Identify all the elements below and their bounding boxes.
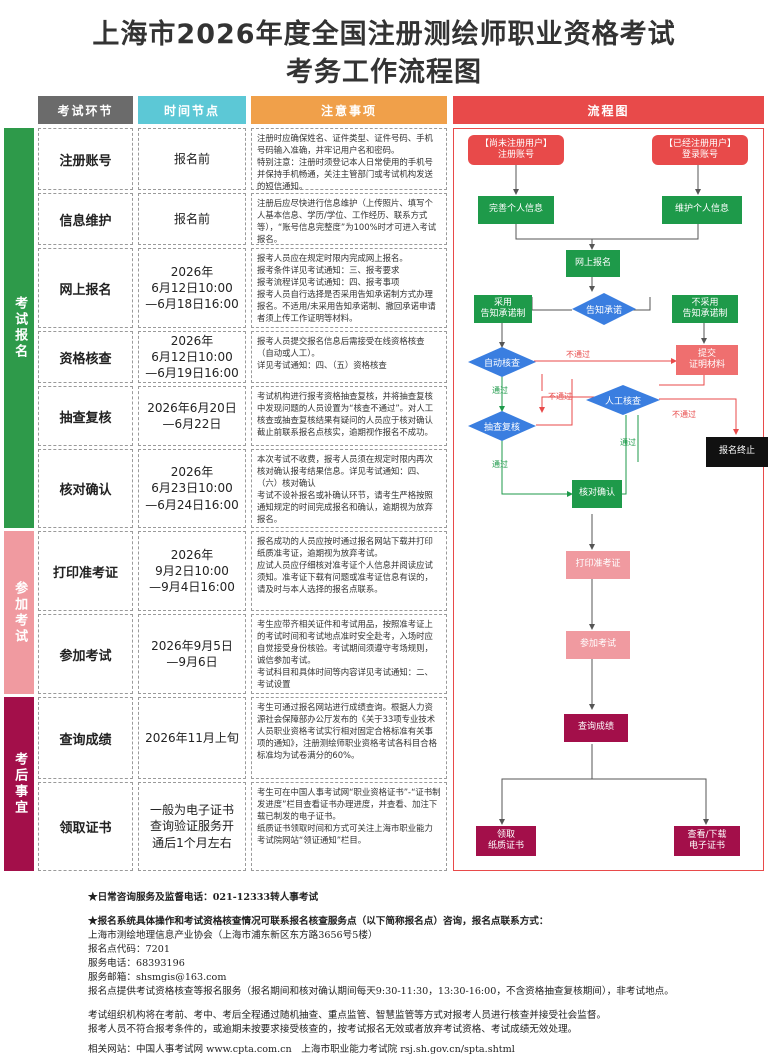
row-note: 注册后应尽快进行信息维护（上传照片、填写个人基本信息、学历/学位、工作经历、联系… <box>251 193 447 245</box>
footer-service: 报名点提供考试资格核查等报名服务（报名期间和核对确认期间每天9:30-11:30… <box>88 986 674 997</box>
flow-not-adopt-commit: 不采用 告知承诺制 <box>672 295 738 323</box>
row-time: 2026年 6月23日10:00 —6月24日16:00 <box>138 449 246 528</box>
header-flow: 流程图 <box>453 96 764 124</box>
flow-submit-proof: 提交 证明材料 <box>676 345 738 375</box>
flow-attend-exam: 参加考试 <box>566 631 630 659</box>
flow-online-registration: 网上报名 <box>566 250 620 277</box>
row-note: 注册时应确保姓名、证件类型、证件号码、手机号码输入准确，并牢记用户名和密码。 特… <box>251 128 447 191</box>
row-note: 考生应带齐相关证件和考试用品，按照准考证上的考试时间和考试地点准时安全赴考，入场… <box>251 614 447 694</box>
row-note: 考生可在中国人事考试网“职业资格证书”-“证书制发进度”栏目查看证书办理进度，并… <box>251 782 447 871</box>
flow-notify-commit-diamond: 告知承诺 <box>572 293 636 325</box>
row-note: 报名成功的人员应按时通过报名网站下载并打印纸质准考证，逾期视为放弃考试。 应试人… <box>251 531 447 611</box>
section-registration: 考试报名 <box>4 128 34 528</box>
footer-phone: 服务电话：68393196 <box>88 958 185 969</box>
row-stage: 信息维护 <box>38 193 133 245</box>
section-post-exam: 考后事宜 <box>4 697 34 871</box>
page-subtitle: 考务工作流程图 <box>286 57 482 88</box>
flow-label-fail-2: 不通过 <box>548 392 572 401</box>
flow-spot-check-diamond: 抽查复核 <box>468 411 536 441</box>
row-stage: 核对确认 <box>38 449 133 528</box>
row-time: 报名前 <box>138 193 246 245</box>
flow-label-fail-3: 不通过 <box>672 410 696 419</box>
row-stage: 领取证书 <box>38 782 133 871</box>
footer-contact-intro: ★报名系统具体操作和考试资格核查情况可联系报名核查服务点（以下简称报名点）咨询，… <box>88 916 549 927</box>
row-stage: 抽查复核 <box>38 386 133 446</box>
flow-registration-end: 报名终止 <box>706 437 768 467</box>
header-time: 时间节点 <box>138 96 246 124</box>
flow-confirm: 核对确认 <box>572 480 622 508</box>
footer-email: 服务邮箱：shsmgis@163.com <box>88 972 227 983</box>
footer-code: 报名点代码：7201 <box>88 944 170 955</box>
row-stage: 资格核查 <box>38 331 133 383</box>
row-stage: 参加考试 <box>38 614 133 694</box>
flow-label-pass-3: 通过 <box>492 460 508 469</box>
footer-monitor-1: 考试组织机构将在考前、考中、考后全程通过随机抽查、重点监管、智慧监管等方式对报考… <box>88 1010 607 1021</box>
footer-links[interactable]: 相关网站：中国人事考试网 www.cpta.com.cn 上海市职业能力考试院 … <box>88 1044 515 1055</box>
flow-e-certificate: 查看/下载 电子证书 <box>674 826 740 856</box>
flow-print-admission: 打印准考证 <box>566 551 630 579</box>
flowchart: 【尚未注册用户】 注册账号 【已经注册用户】 登录账号 完善个人信息 维护个人信… <box>453 128 768 871</box>
flow-label-pass-2: 通过 <box>620 438 636 447</box>
row-note: 考生可通过报名网站进行成绩查询。根据人力资源社会保障部办公厅发布的《关于33项专… <box>251 697 447 779</box>
row-note: 本次考试不收费，报考人员须在规定时限内再次核对确认报考结果信息。详见考试通知：四… <box>251 449 447 528</box>
flow-query-score: 查询成绩 <box>564 714 628 742</box>
flow-registered-user: 【已经注册用户】 登录账号 <box>652 135 748 165</box>
section-exam: 参加考试 <box>4 531 34 694</box>
flow-manual-check-diamond: 人工核查 <box>586 385 660 415</box>
row-time: 2026年 6月12日10:00 —6月18日16:00 <box>138 248 246 328</box>
row-stage: 查询成绩 <box>38 697 133 779</box>
row-time: 一般为电子证书 查询验证服务开 通后1个月左右 <box>138 782 246 871</box>
row-time: 报名前 <box>138 128 246 190</box>
flow-label-pass-1: 通过 <box>492 386 508 395</box>
row-note: 报考人员应在规定时限内完成网上报名。 报考条件详见考试通知：三、报考要求 报考流… <box>251 248 447 328</box>
row-time: 2026年9月5日 —9月6日 <box>138 614 246 694</box>
footer-hotline: ★日常咨询服务及监督电话：021-12333转人事考试 <box>88 892 319 903</box>
row-stage: 注册账号 <box>38 128 133 190</box>
row-time: 2026年 6月12日10:00 —6月19日16:00 <box>138 331 246 383</box>
flow-paper-certificate: 领取 纸质证书 <box>476 826 536 856</box>
row-note: 报考人员提交报名信息后需接受在线资格核查（自动或人工）。 详见考试通知：四、（五… <box>251 331 447 383</box>
flow-adopt-commit: 采用 告知承诺制 <box>474 295 532 323</box>
flow-complete-info: 完善个人信息 <box>478 196 554 224</box>
flow-auto-check-diamond: 自动核查 <box>468 347 536 377</box>
row-time: 2026年11月上旬 <box>138 697 246 779</box>
flow-label-fail-1: 不通过 <box>566 350 590 359</box>
flow-maintain-info: 维护个人信息 <box>662 196 742 224</box>
flow-connectors <box>499 163 739 825</box>
row-note: 考试机构进行报考资格抽查复核，并将抽查复核中发现问题的人员设置为“核查不通过”。… <box>251 386 447 446</box>
header-notes: 注意事项 <box>251 96 447 124</box>
footer-monitor-2: 报考人员不符合报考条件的，或逾期未按要求接受核查的，按考试报名无效或者放弃考试资… <box>88 1024 578 1035</box>
footer-org: 上海市测绘地理信息产业协会（上海市浦东新区东方路3656号5楼） <box>88 930 378 941</box>
row-time: 2026年6月20日 —6月22日 <box>138 386 246 446</box>
row-stage: 网上报名 <box>38 248 133 328</box>
row-time: 2026年 9月2日10:00 —9月4日16:00 <box>138 531 246 611</box>
flow-unregistered-user: 【尚未注册用户】 注册账号 <box>468 135 564 165</box>
page-title: 上海市2026年度全国注册测绘师职业资格考试 <box>92 19 676 50</box>
row-stage: 打印准考证 <box>38 531 133 611</box>
header-stage: 考试环节 <box>38 96 133 124</box>
